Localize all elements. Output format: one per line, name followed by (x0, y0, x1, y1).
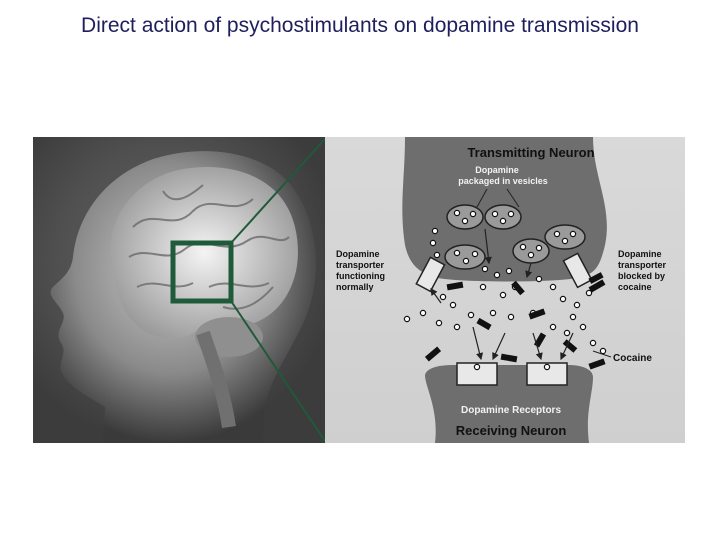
label-transporter-blocked-line2: transporter (618, 260, 667, 270)
label-transporter-blocked-line3: blocked by (618, 271, 665, 281)
label-dopamine-receptors: Dopamine Receptors (461, 405, 561, 416)
label-receiving-neuron: Receiving Neuron (456, 423, 567, 438)
transporter-normal-icon (415, 256, 446, 293)
label-transporter-blocked-line4: cocaine (618, 282, 652, 292)
transporter-blocked-icon (562, 252, 593, 289)
cocaine-molecules (424, 272, 606, 370)
label-vesicles-line1: Dopamine (475, 165, 519, 175)
label-transporter-blocked-line1: Dopamine (618, 249, 662, 259)
synapse-panel: Transmitting Neuron Dopamine packaged in… (325, 137, 685, 443)
label-transporter-normal-line3: functioning (336, 271, 385, 281)
slide-title: Direct action of psychostimulants on dop… (81, 14, 639, 37)
label-transporter-normal-line2: transporter (336, 260, 385, 270)
brain-region-highlight (170, 240, 234, 304)
dopamine-receptor-right (526, 362, 568, 386)
dopamine-diagram-figure: Transmitting Neuron Dopamine packaged in… (33, 137, 685, 443)
label-transporter-normal: Dopamine transporter functioning normall… (336, 249, 385, 292)
label-vesicles-line2: packaged in vesicles (458, 176, 548, 186)
label-transmitting-neuron: Transmitting Neuron (467, 145, 594, 160)
brain-icon (110, 167, 298, 339)
dopamine-receptor-left (456, 362, 498, 386)
head-photo (33, 137, 326, 443)
label-transporter-normal-line4: normally (336, 282, 374, 292)
label-transporter-blocked: Dopamine transporter blocked by cocaine (618, 249, 667, 292)
label-cocaine: Cocaine (613, 353, 652, 364)
label-transporter-normal-line1: Dopamine (336, 249, 380, 259)
